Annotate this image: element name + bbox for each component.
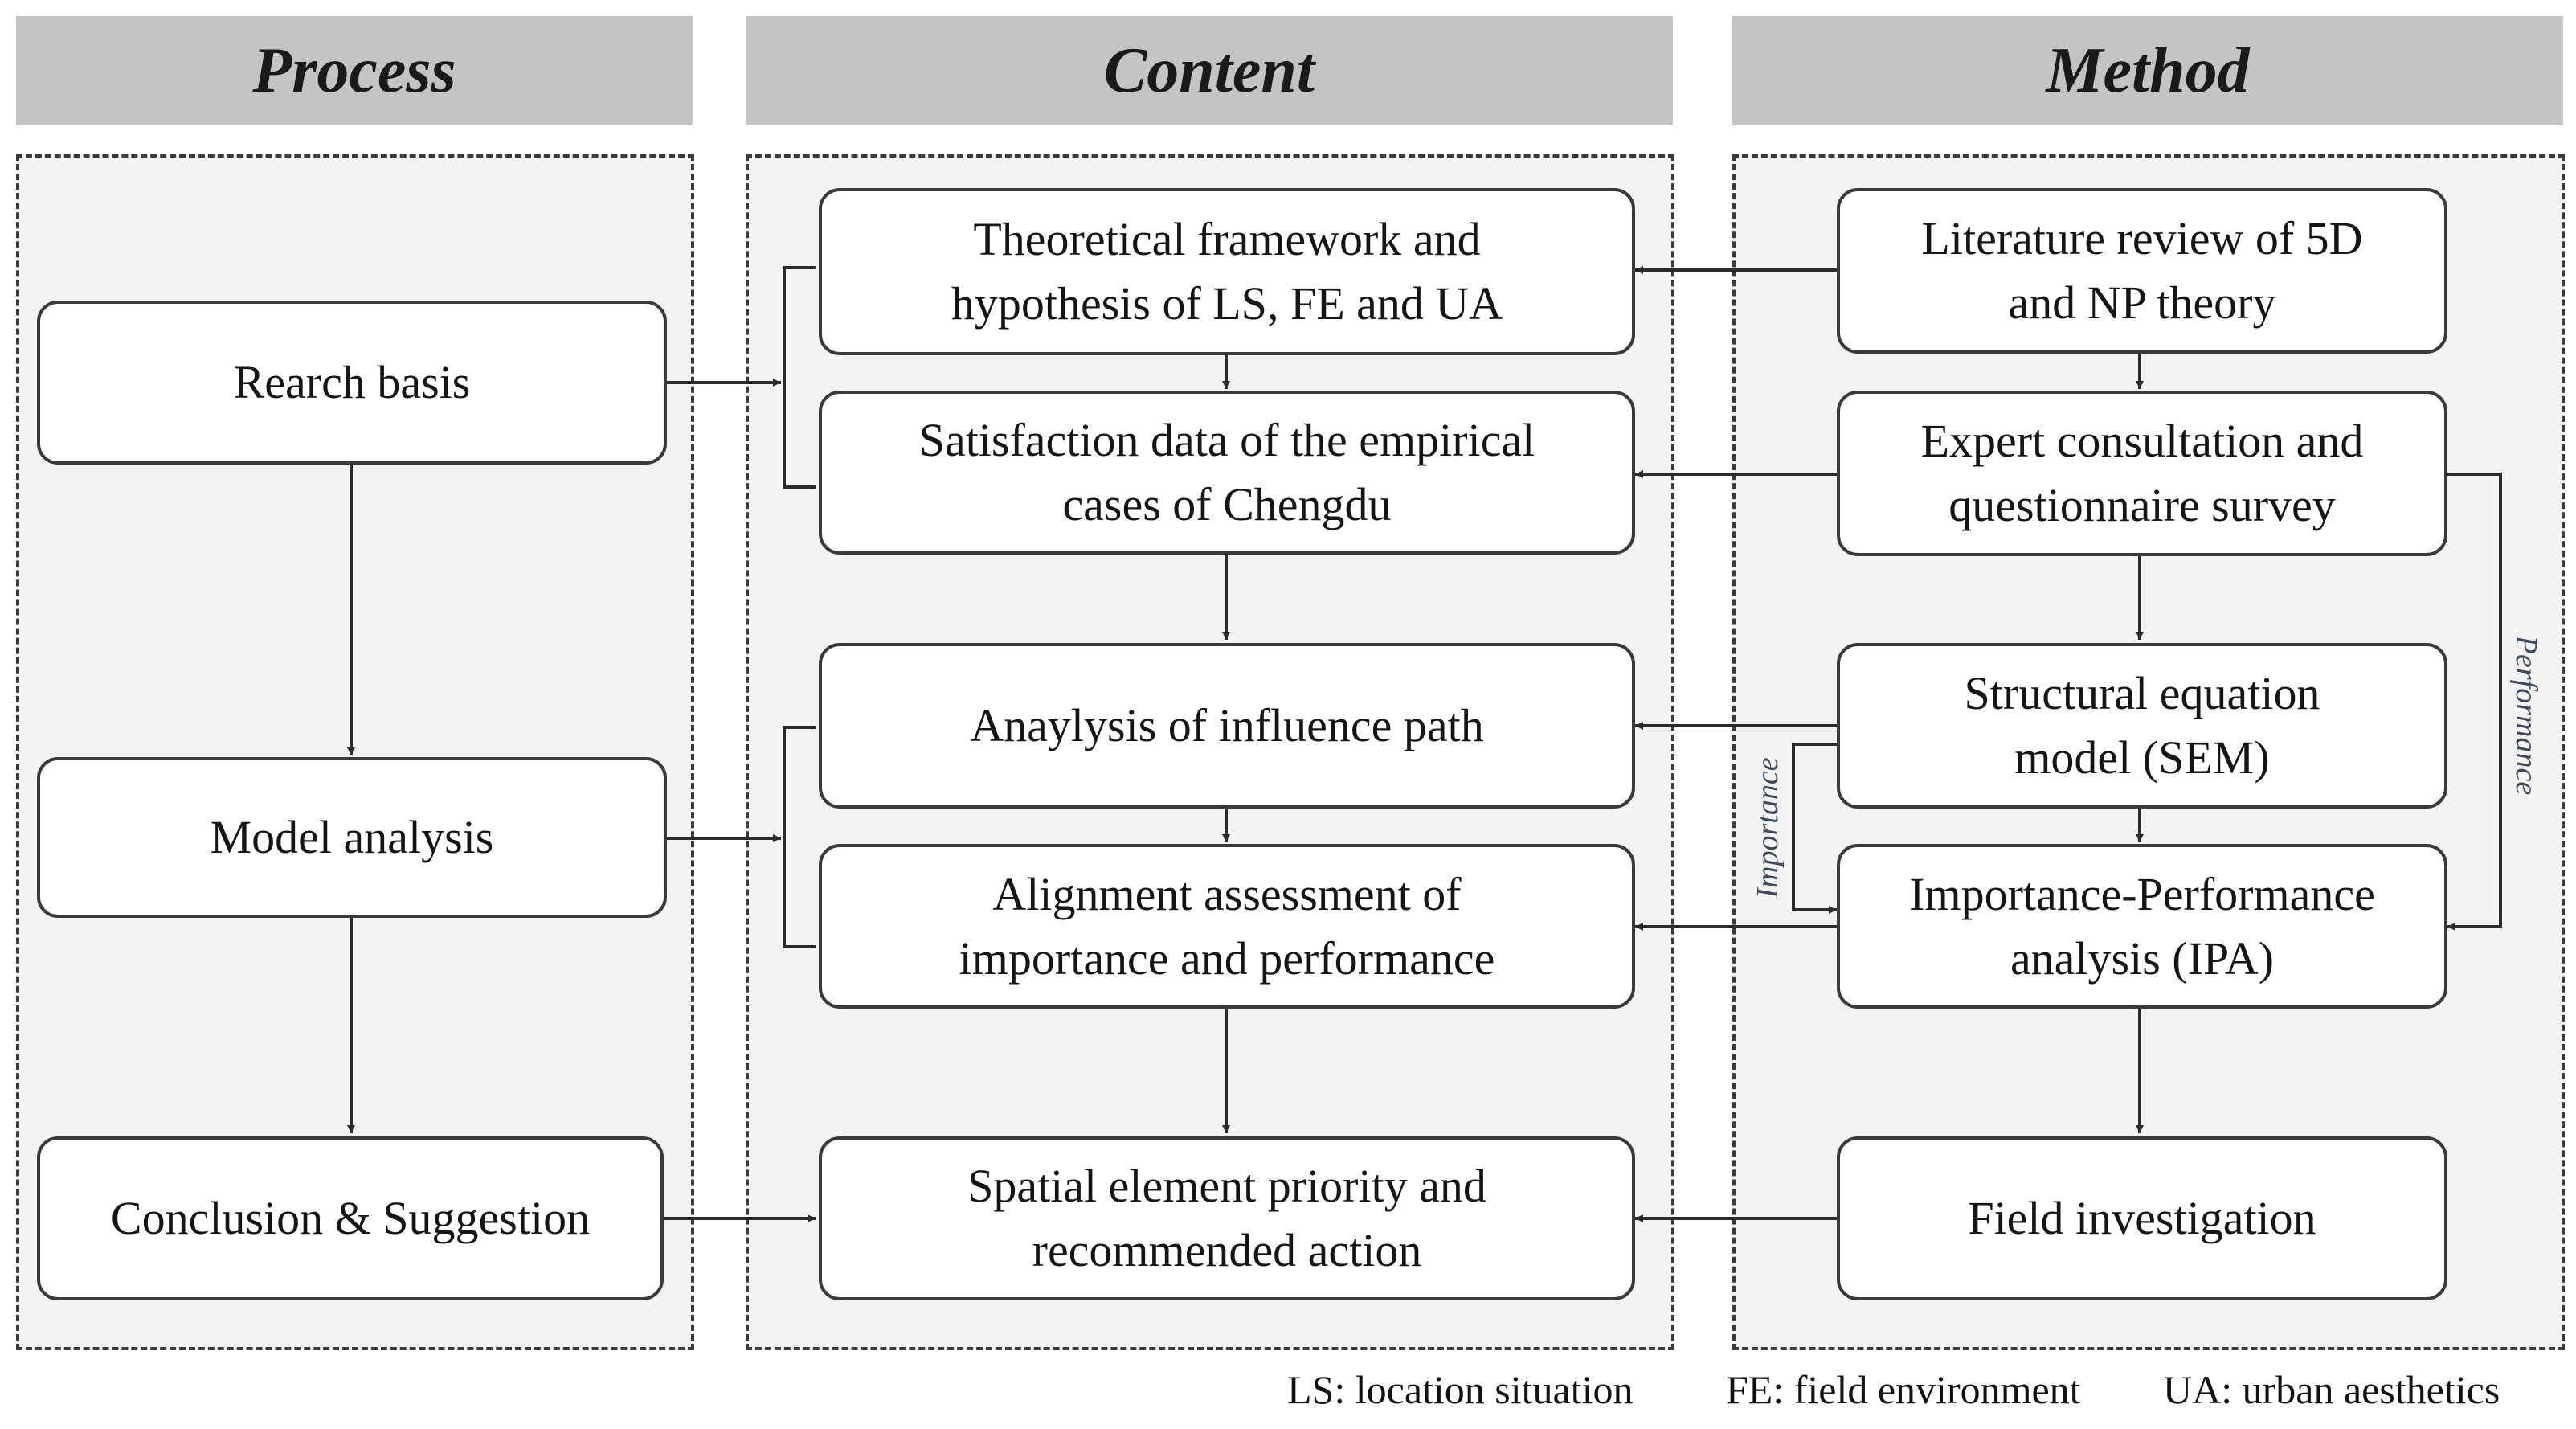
arrow-importance xyxy=(1792,743,1837,914)
header-process-label: Process xyxy=(252,35,456,106)
footnote-fe: FE: field environment xyxy=(1726,1367,2081,1412)
edge-label-performance: Performance xyxy=(2509,635,2543,796)
bracket-middle xyxy=(783,726,816,948)
header-content-label: Content xyxy=(1103,35,1315,106)
arrow-performance xyxy=(2447,473,2502,931)
box-field-investigation: Field investigation xyxy=(1837,1136,2447,1300)
box-research-basis: Rearch basis xyxy=(37,301,667,465)
box-influence-path: Anaylysis of influence path xyxy=(819,643,1635,809)
box-model-analysis: Model analysis xyxy=(37,757,667,918)
edge-label-importance: Importance xyxy=(1751,757,1785,899)
header-content: Content xyxy=(746,16,1673,125)
footnote-ls: LS: location situation xyxy=(1287,1367,1634,1412)
header-method: Method xyxy=(1732,16,2563,125)
footnote-ua: UA: urban aesthetics xyxy=(2163,1367,2500,1412)
header-method-label: Method xyxy=(2046,35,2250,106)
box-conclusion-suggestion: Conclusion & Suggestion xyxy=(37,1136,664,1300)
bracket-top xyxy=(783,266,816,489)
header-process: Process xyxy=(16,16,693,125)
